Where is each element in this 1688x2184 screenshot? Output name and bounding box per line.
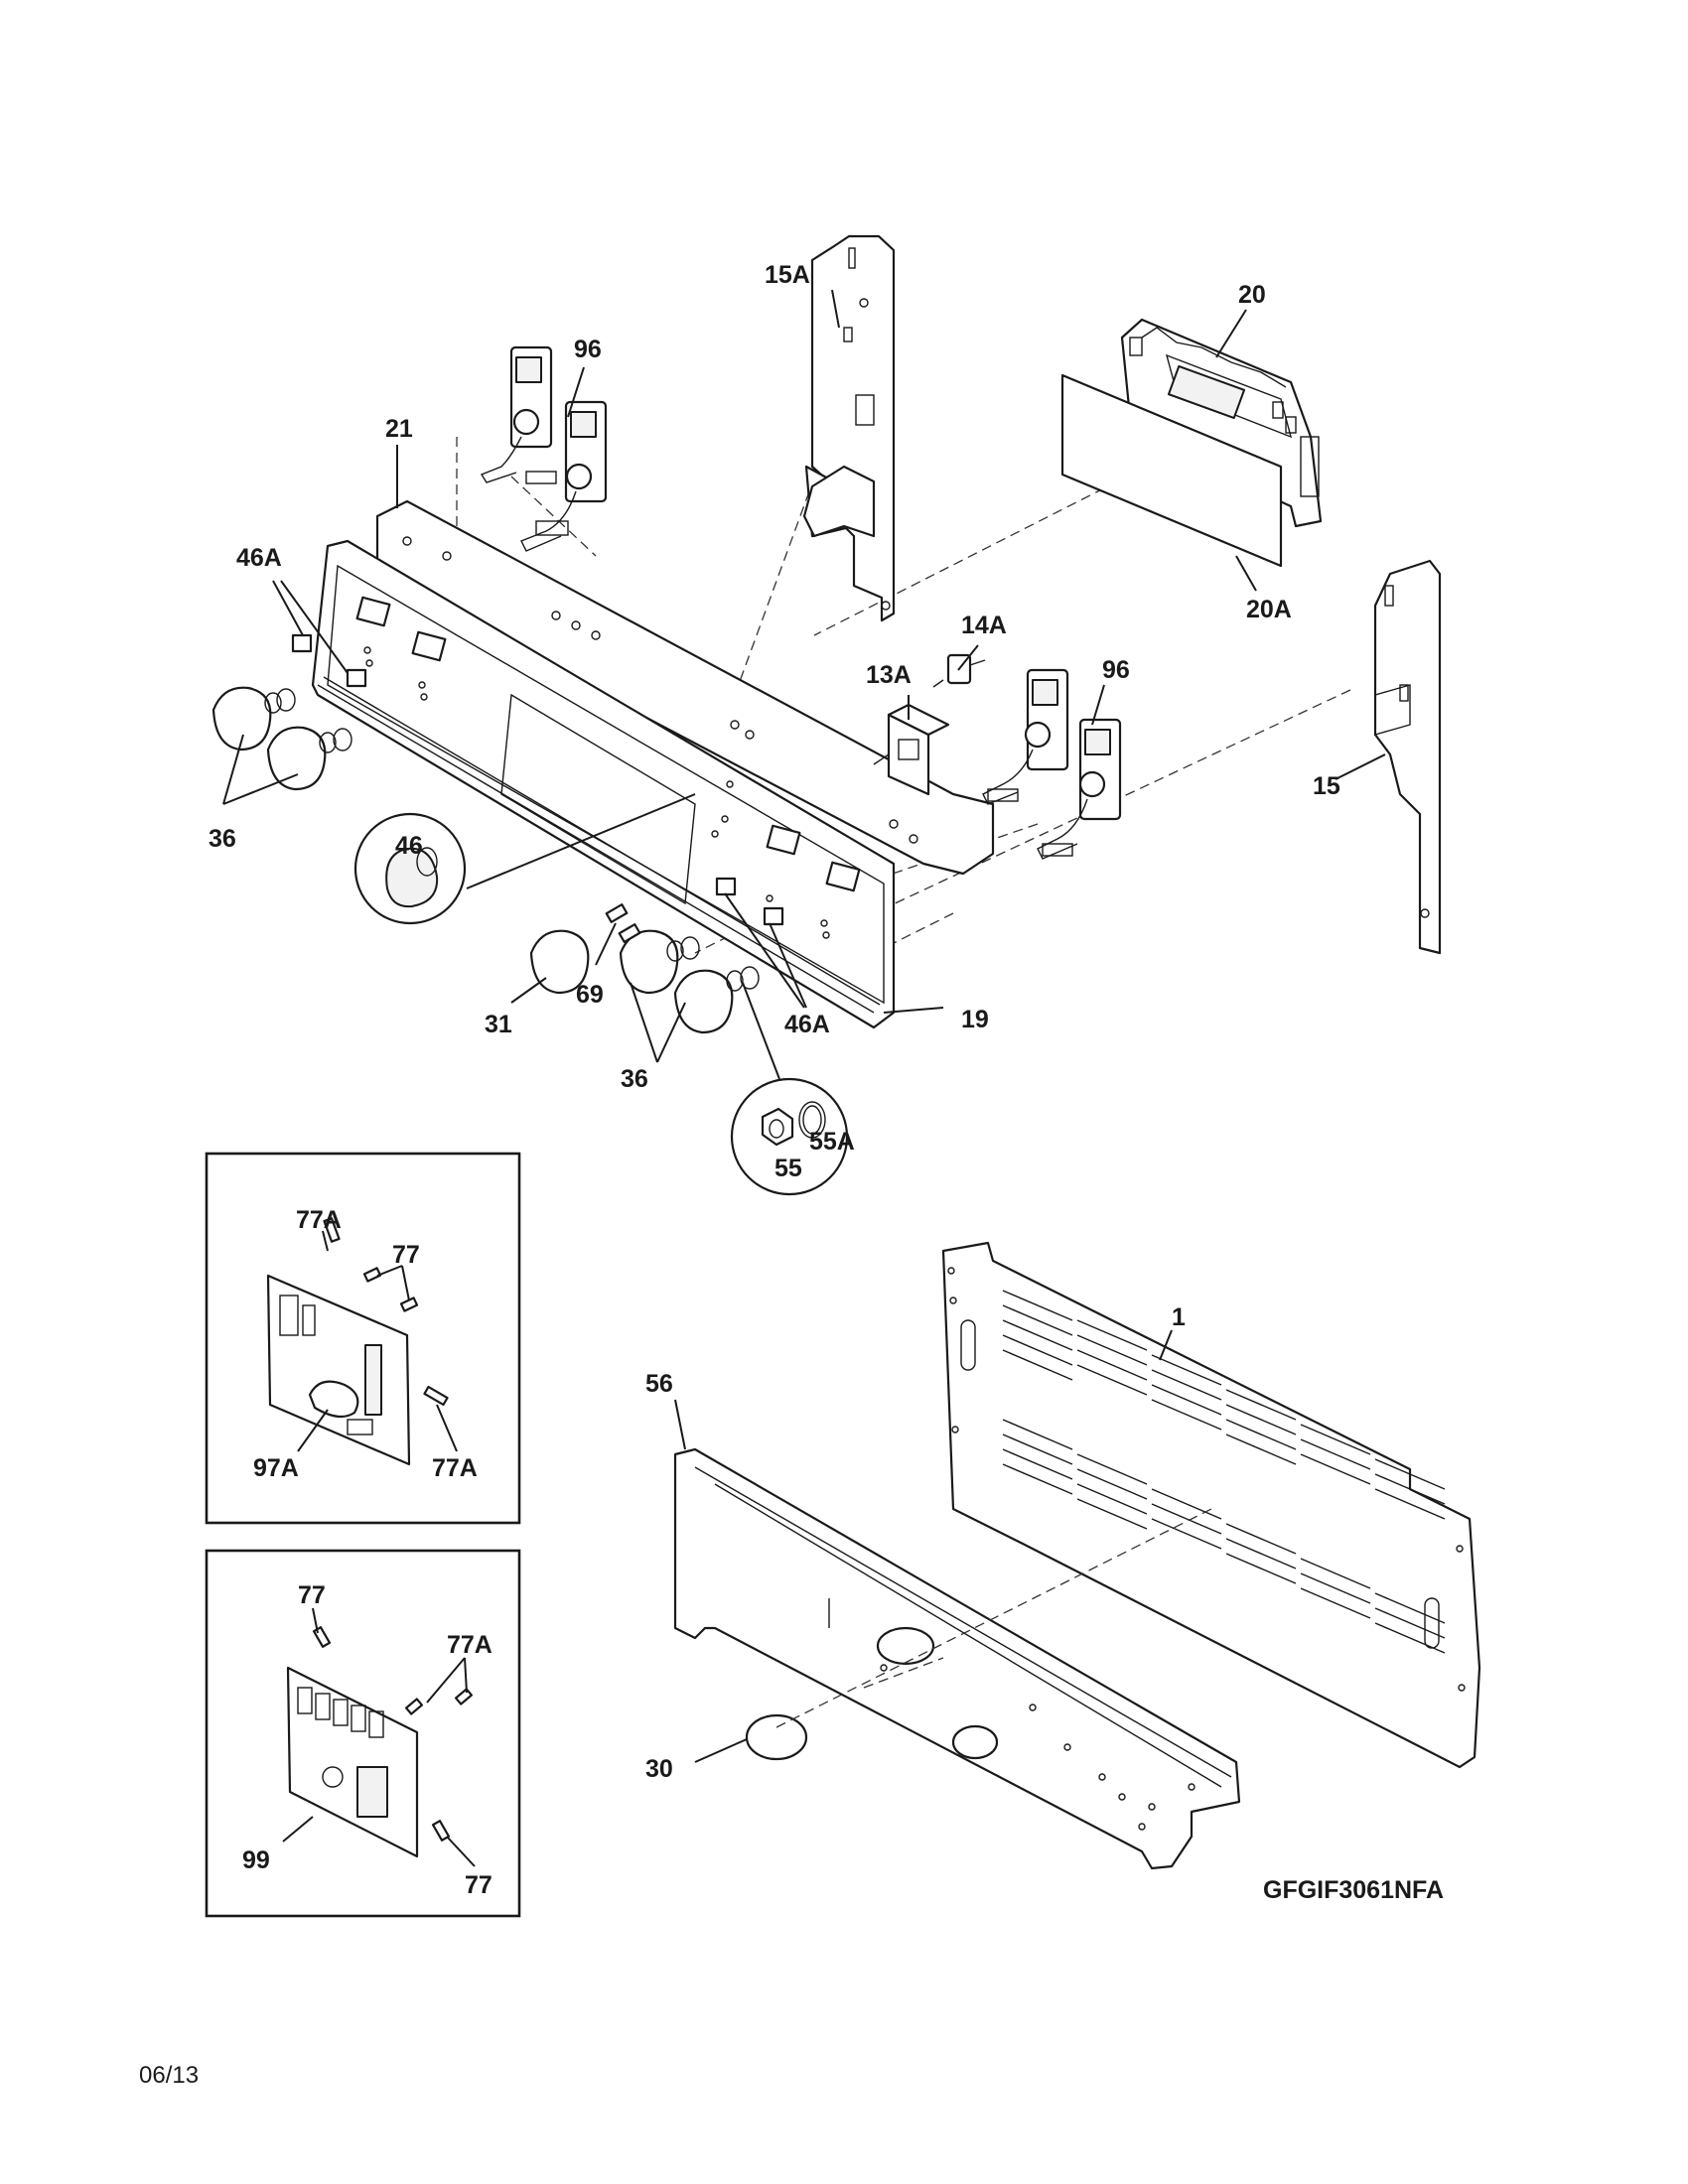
knobs-36-left xyxy=(211,686,352,791)
clips-46A xyxy=(291,633,830,939)
label-36-lower: 36 xyxy=(621,1065,648,1093)
label-36-left: 36 xyxy=(209,825,236,853)
label-20: 20 xyxy=(1238,281,1266,309)
label-97A: 97A xyxy=(253,1454,299,1482)
infinite-switch-96-upper xyxy=(480,345,608,552)
label-96-upper: 96 xyxy=(574,336,602,363)
manifold-panel-56 xyxy=(673,1447,1241,1870)
label-15A: 15A xyxy=(765,261,810,289)
switch-13A xyxy=(873,703,950,796)
leaders-upper xyxy=(222,289,1386,1063)
label-77-box1: 77 xyxy=(392,1241,420,1269)
label-56: 56 xyxy=(645,1370,673,1398)
label-21: 21 xyxy=(385,415,413,443)
label-46A-upper: 46A xyxy=(236,544,282,572)
knobs-lower xyxy=(529,929,760,1034)
back-panel-1 xyxy=(941,1241,1481,1769)
infinite-switch-96-lower xyxy=(982,668,1122,860)
label-30: 30 xyxy=(645,1755,673,1783)
label-13A: 13A xyxy=(866,661,912,689)
label-46: 46 xyxy=(395,832,423,860)
label-77-box2-top: 77 xyxy=(298,1581,326,1609)
label-1: 1 xyxy=(1172,1303,1186,1331)
inset-box-99 xyxy=(205,1549,521,1918)
side-trim-15 xyxy=(1373,559,1442,955)
vent-slots xyxy=(1002,1290,1446,1654)
label-77A-box1-top: 77A xyxy=(296,1206,342,1234)
part-labels: 15A 20 96 21 46A 20A 14A 13A 96 15 36 46… xyxy=(209,261,1340,1899)
date-code: 06/13 xyxy=(139,2062,199,2089)
overlay-20A xyxy=(1060,373,1283,568)
label-96-lower: 96 xyxy=(1102,656,1130,684)
label-55A: 55A xyxy=(809,1128,855,1156)
screws-69 xyxy=(605,903,641,943)
switch-14A xyxy=(932,653,986,688)
label-77A-box2: 77A xyxy=(447,1631,492,1659)
label-31: 31 xyxy=(485,1011,512,1038)
callout-55 xyxy=(730,982,849,1196)
inset-box-97A xyxy=(205,1152,521,1525)
label-55: 55 xyxy=(774,1155,802,1182)
label-20A: 20A xyxy=(1246,596,1292,623)
leaders-lower xyxy=(674,1329,1212,1763)
panel-front-19 xyxy=(311,539,896,1029)
label-77-box2-bottom: 77 xyxy=(465,1871,492,1899)
label-69: 69 xyxy=(576,981,604,1009)
callout-46 xyxy=(353,793,696,925)
cover-30 xyxy=(745,1713,808,1761)
side-trim-15A xyxy=(802,234,896,622)
label-15: 15 xyxy=(1313,772,1340,800)
label-46A-lower: 46A xyxy=(784,1011,830,1038)
label-14A: 14A xyxy=(961,612,1007,639)
label-99: 99 xyxy=(242,1846,270,1874)
model-code: GFGIF3061NFA xyxy=(1263,1876,1444,1904)
label-19: 19 xyxy=(961,1006,989,1033)
label-77A-box1-bottom: 77A xyxy=(432,1454,478,1482)
